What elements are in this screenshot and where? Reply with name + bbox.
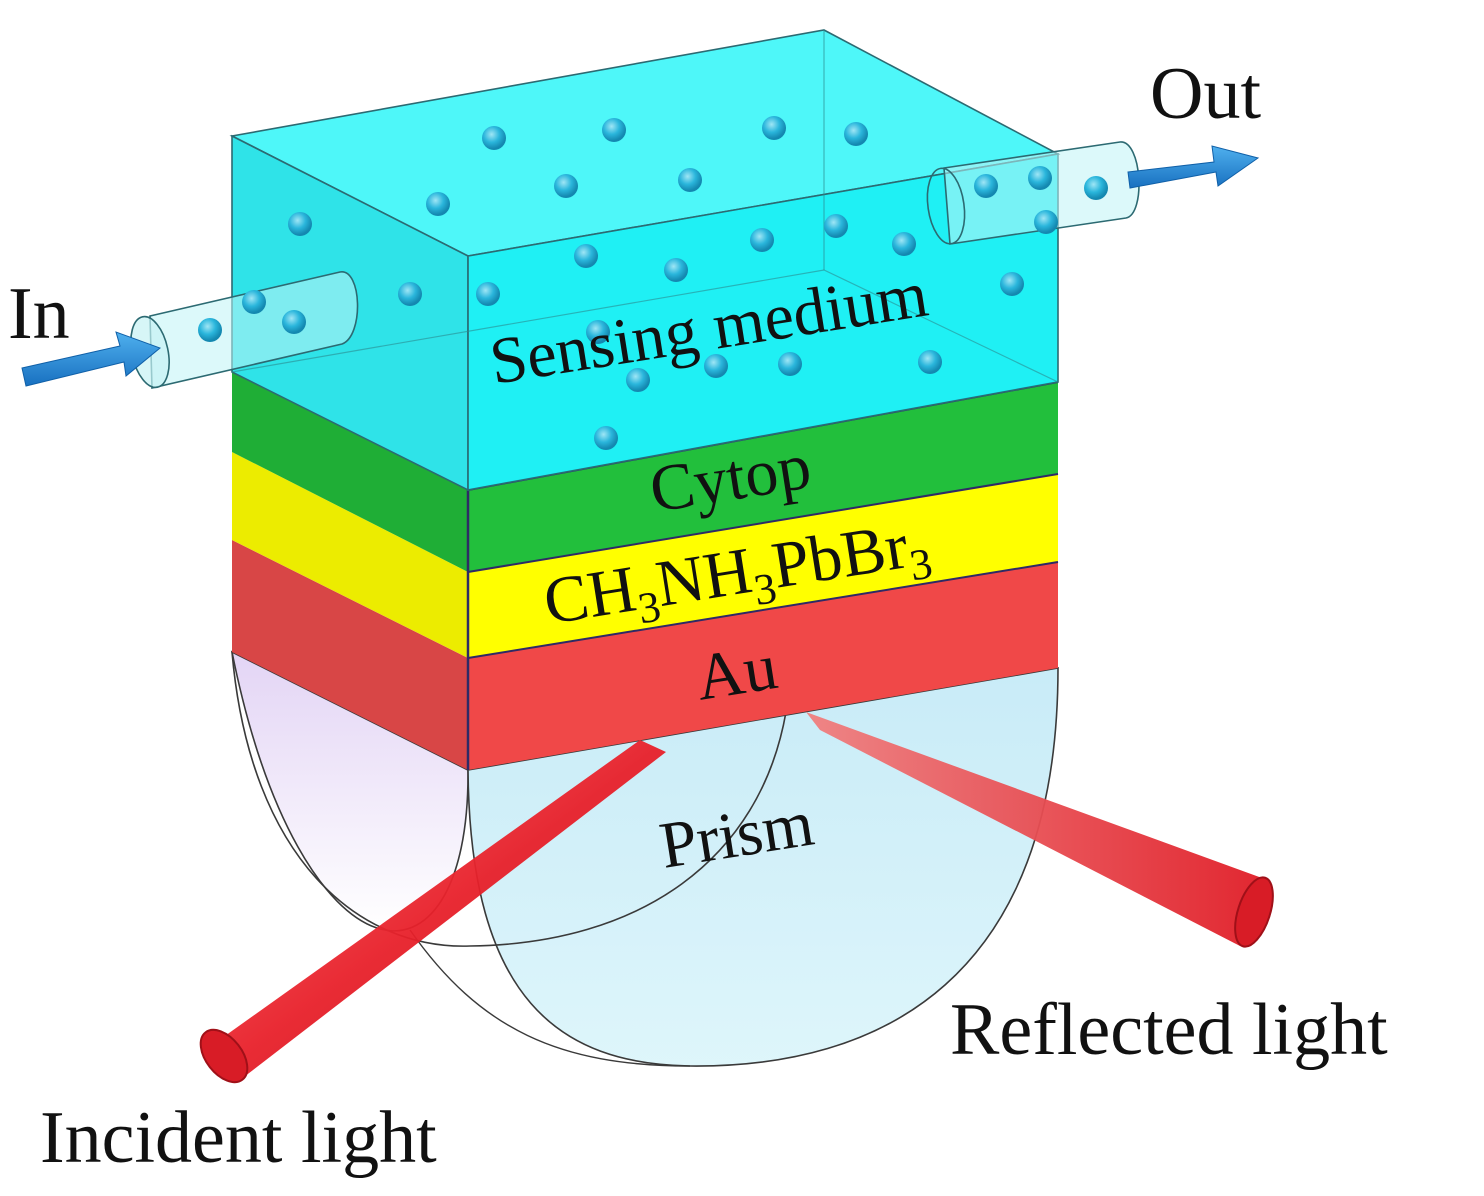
reflected-light-beam [806,712,1274,948]
particle [398,282,422,306]
particle [242,290,266,314]
particle [426,192,450,216]
particle [1034,210,1058,234]
particle [1084,176,1108,200]
particle [1028,166,1052,190]
label-in: In [8,273,70,355]
particle [918,350,942,374]
particle [626,368,650,392]
particle [1000,272,1024,296]
particle [594,426,618,450]
particle [892,232,916,256]
outflow-arrow [1127,145,1260,189]
particle [554,174,578,198]
particle [664,258,688,282]
particle [762,116,786,140]
prism-bottom-edge [409,929,691,1067]
particle [678,168,702,192]
label-incident-light: Incident light [40,1097,437,1179]
incident-light-beam [199,740,666,1084]
particle [824,214,848,238]
particle [844,122,868,146]
particle [750,228,774,252]
particle [974,174,998,198]
label-au: Au [691,630,782,715]
particle [482,126,506,150]
particle [602,118,626,142]
particle [476,282,500,306]
particle [574,244,598,268]
particle [778,352,802,376]
label-out: Out [1150,53,1261,135]
au-layer [232,540,1058,770]
label-perovskite: CH3NH3PbBr3 [539,506,936,648]
particle [288,212,312,236]
particle [586,320,610,344]
label-reflected-light: Reflected light [950,989,1388,1071]
particle [198,318,222,342]
inflow-arrow [21,331,161,387]
particles [198,116,1108,450]
particle [704,354,728,378]
particle [282,310,306,334]
perovskite-layer [232,452,1059,659]
prism-back-curve [231,651,787,947]
